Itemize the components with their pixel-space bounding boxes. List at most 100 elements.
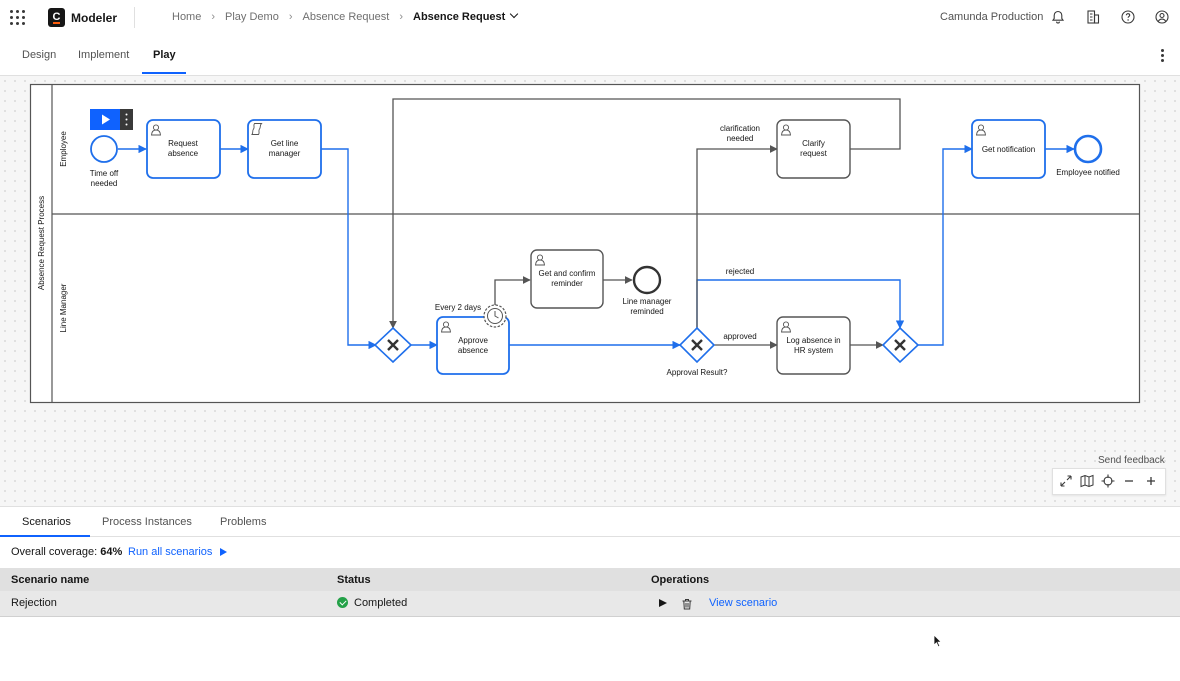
table-header: Scenario name Status Operations [0, 568, 1180, 591]
table-row[interactable]: Rejection Completed View scenario [0, 591, 1180, 617]
tab-implement[interactable]: Implement [78, 49, 130, 61]
end-event-label: Employee notified [1056, 168, 1120, 177]
user-task-icon [151, 124, 161, 136]
coverage-label: Overall coverage: [11, 546, 98, 558]
camunda-logo-icon: C [48, 8, 65, 27]
app-switcher-icon[interactable] [10, 10, 25, 25]
send-feedback-link[interactable]: Send feedback [1098, 455, 1165, 466]
tab-design[interactable]: Design [22, 49, 57, 61]
breadcrumb-project[interactable]: Play Demo [225, 11, 279, 23]
recenter-icon[interactable] [1100, 473, 1116, 489]
coverage-summary: Overall coverage: 64% [11, 546, 122, 558]
top-navigation-bar: C Modeler Home › Play Demo › Absence Request… [0, 0, 1180, 36]
fit-screen-icon[interactable] [1058, 473, 1074, 489]
coverage-value: 64% [100, 546, 123, 558]
active-tab-indicator [0, 535, 90, 537]
script-task-icon [251, 123, 263, 135]
view-scenario-link[interactable]: View scenario [709, 597, 778, 609]
scenario-status: Completed [354, 597, 408, 609]
chevron-right-icon: › [399, 11, 403, 23]
bpmn-canvas[interactable]: Absence Request Process Employee Line Ma… [0, 76, 1180, 506]
flow-label-approved: approved [723, 332, 756, 341]
start-instance-button[interactable] [90, 109, 133, 130]
trash-icon[interactable] [681, 598, 693, 610]
breadcrumb-folder[interactable]: Absence Request [302, 11, 390, 23]
timer-boundary-event[interactable]: Every 2 days [435, 303, 507, 328]
bell-icon[interactable] [1050, 9, 1066, 25]
help-icon[interactable] [1120, 9, 1136, 25]
checkmark-filled-icon [337, 597, 348, 608]
task-get-notification[interactable]: Get notification [971, 119, 1046, 179]
breadcrumb-current-file[interactable]: Absence Request [413, 11, 506, 23]
run-scenario-play-icon[interactable] [659, 599, 667, 607]
mouse-cursor-icon [933, 634, 943, 648]
scenario-name: Rejection [11, 597, 57, 609]
flow-label-rejected: rejected [726, 267, 754, 276]
app-name: Modeler [71, 11, 118, 25]
zoom-out-icon[interactable] [1121, 473, 1137, 489]
minimap-icon[interactable] [1079, 473, 1095, 489]
lane-label-employee: Employee [59, 131, 68, 167]
column-header-name: Scenario name [11, 574, 90, 586]
user-task-icon [781, 321, 791, 333]
building-icon[interactable] [1085, 9, 1101, 25]
zoom-in-icon[interactable] [1143, 473, 1159, 489]
tab-process-instances[interactable]: Process Instances [102, 516, 192, 528]
timer-label: Every 2 days [435, 303, 481, 312]
lane-label-line-manager: Line Manager [59, 283, 68, 332]
exclusive-gateway-approval-result[interactable]: Approval Result? [667, 326, 728, 377]
pool-label: Absence Request Process [37, 196, 46, 290]
task-label: Get notification [982, 145, 1035, 154]
end-event-employee-notified[interactable]: Employee notified [1056, 134, 1120, 177]
canvas-controls [1052, 468, 1166, 495]
user-task-icon [535, 254, 545, 266]
breadcrumb-home[interactable]: Home [172, 11, 202, 23]
exclusive-gateway-merge[interactable] [373, 326, 413, 364]
user-task-icon [976, 124, 986, 136]
column-header-status: Status [337, 574, 371, 586]
bpmn-diagram: Absence Request Process Employee Line Ma… [29, 83, 1141, 404]
divider [0, 536, 1180, 537]
sequence-flows [118, 98, 1075, 350]
clock-icon [494, 311, 499, 319]
user-avatar-icon[interactable] [1154, 9, 1170, 25]
user-task-icon [781, 124, 791, 136]
active-tab-indicator [142, 72, 186, 74]
mode-tabs: Design Implement Play [0, 35, 1180, 76]
run-all-scenarios-button[interactable]: Run all scenarios [128, 546, 228, 558]
chevron-right-icon: › [288, 11, 293, 23]
user-task-icon [441, 321, 451, 333]
play-icon [220, 548, 228, 556]
play-icon [102, 114, 110, 125]
column-header-operations: Operations [651, 574, 710, 586]
divider [134, 7, 135, 28]
tab-play[interactable]: Play [153, 49, 176, 61]
exclusive-gateway-join[interactable] [881, 326, 920, 364]
scenarios-panel: Scenarios Process Instances Problems Ove… [0, 506, 1180, 681]
gateway-label: Approval Result? [667, 368, 728, 377]
tab-scenarios[interactable]: Scenarios [22, 516, 71, 528]
overflow-menu-icon[interactable] [1160, 49, 1164, 63]
chevron-down-icon[interactable] [510, 9, 519, 19]
chevron-right-icon: › [211, 11, 216, 23]
tab-problems[interactable]: Problems [220, 516, 267, 528]
run-all-label: Run all scenarios [128, 546, 213, 558]
cluster-name[interactable]: Camunda Production [940, 11, 1044, 23]
